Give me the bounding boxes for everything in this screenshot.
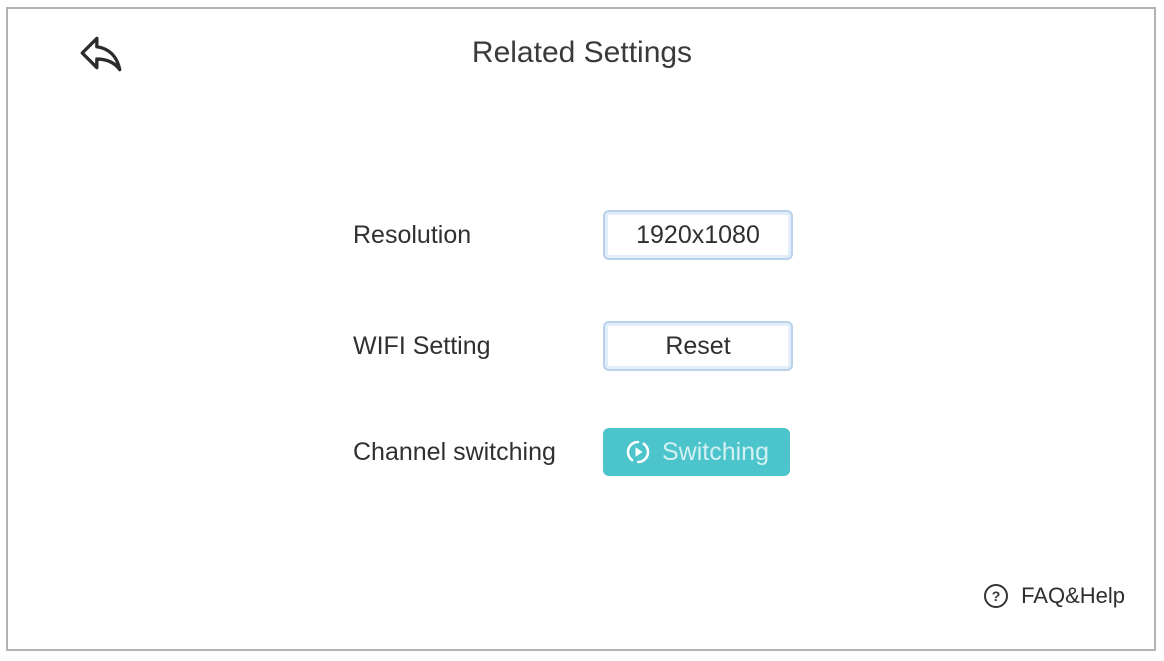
channel-switching-label: Switching xyxy=(662,437,769,466)
setting-label-wifi: WIFI Setting xyxy=(353,332,491,360)
wifi-reset-button[interactable]: Reset xyxy=(603,321,793,371)
setting-label-resolution: Resolution xyxy=(353,221,472,249)
question-mark-icon: ? xyxy=(984,584,1009,608)
circular-arrows-play-icon xyxy=(626,440,650,464)
back-button[interactable] xyxy=(68,24,134,82)
setting-label-channel-switching: Channel switching xyxy=(353,438,556,466)
device-screen-frame xyxy=(6,7,1156,651)
faq-help-label: FAQ&Help xyxy=(1021,583,1125,608)
resolution-button[interactable]: 1920x1080 xyxy=(603,210,793,260)
faq-help-link[interactable]: ? FAQ&Help xyxy=(984,583,1125,609)
channel-switching-button[interactable]: Switching xyxy=(603,428,790,476)
back-arrow-icon xyxy=(80,36,122,72)
page-title: Related Settings xyxy=(471,36,693,69)
